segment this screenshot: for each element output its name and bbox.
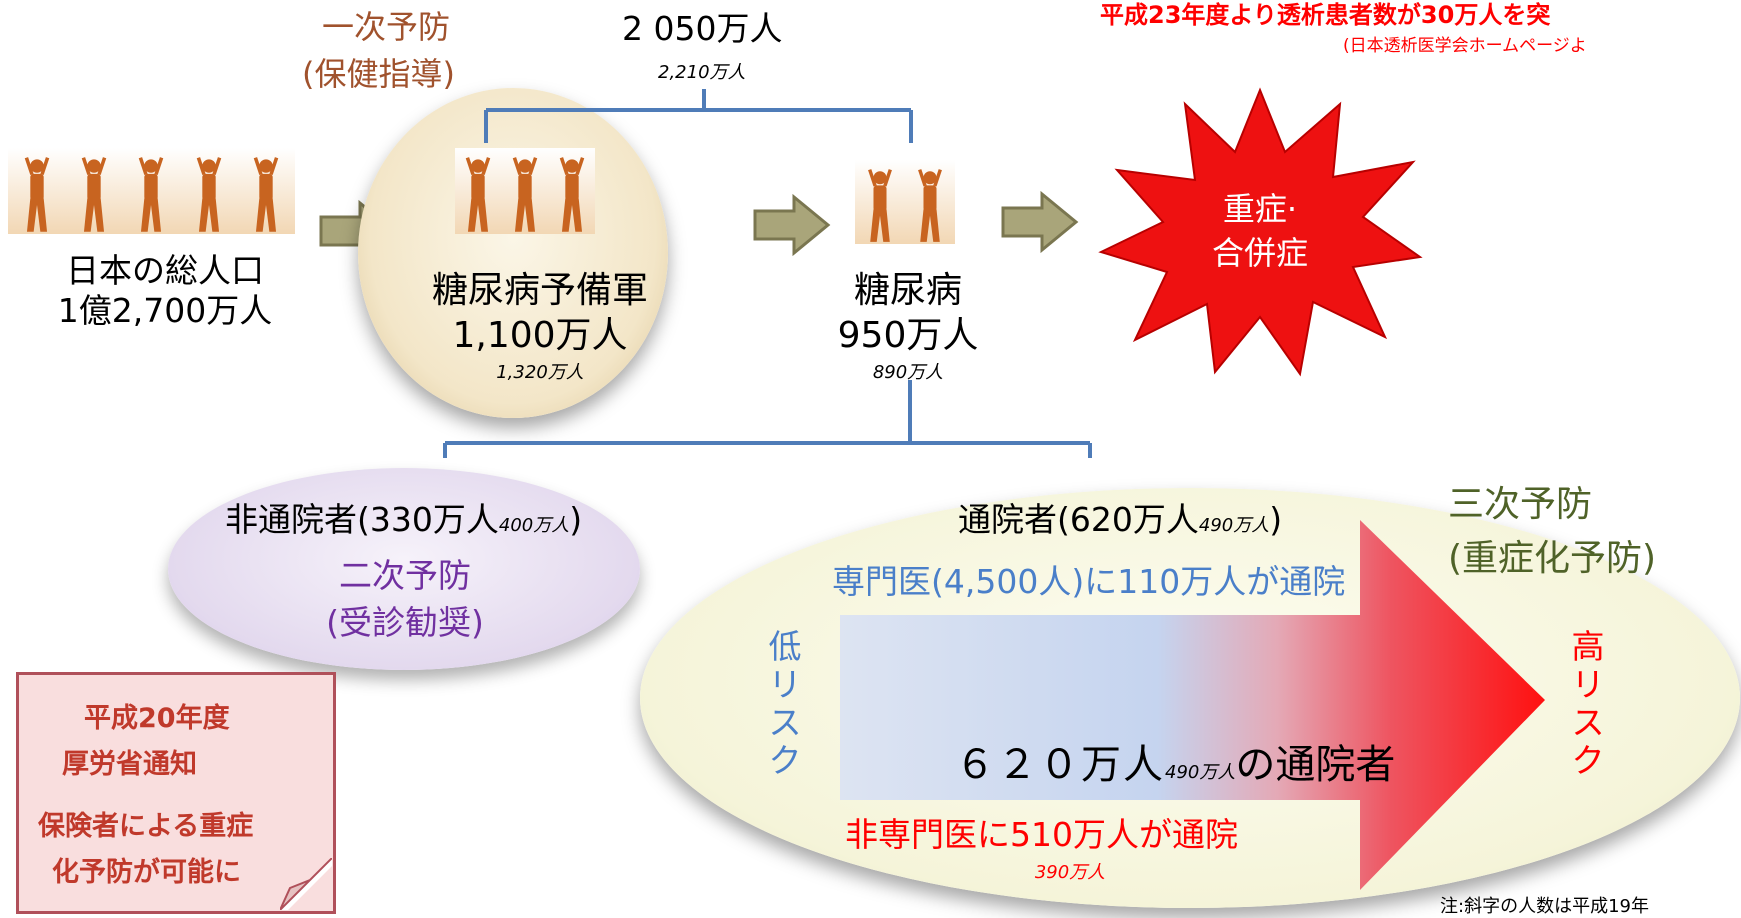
person-icon bbox=[16, 156, 58, 234]
high-risk-char: 高 bbox=[1571, 627, 1605, 666]
dialysis-notice-line1: 平成23年度より透析患者数が30万人を突 bbox=[1100, 1, 1551, 29]
visiting-old-value: 490万人 bbox=[1198, 515, 1270, 536]
person-icon bbox=[458, 156, 498, 234]
diabetes-figures bbox=[855, 160, 955, 244]
non-visiting-label: 非通院者(330万人400万人) bbox=[225, 500, 582, 546]
person-icon bbox=[245, 156, 287, 234]
bottom-connector bbox=[443, 380, 1092, 458]
non-specialist-old-value: 390万人 bbox=[1034, 862, 1106, 883]
prediabetes-value: 1,100万人 bbox=[452, 315, 628, 356]
visiting-summary-old: 490万人 bbox=[1165, 762, 1236, 783]
non-visiting-close: ) bbox=[569, 500, 583, 539]
person-icon bbox=[130, 156, 172, 234]
secondary-prevention-subtitle: (受診勧奨) bbox=[326, 603, 484, 642]
person-icon bbox=[505, 156, 545, 234]
footnote: 注:斜字の人数は平成19年 bbox=[1440, 896, 1649, 917]
diabetes-old-value: 890万人 bbox=[872, 362, 944, 383]
person-icon bbox=[188, 156, 230, 234]
non-visiting-ellipse bbox=[168, 468, 640, 670]
population-figures bbox=[8, 148, 295, 234]
total-old-value: 2,210万人 bbox=[658, 62, 746, 83]
tertiary-prevention-subtitle: (重症化予防) bbox=[1448, 538, 1657, 579]
low-risk-label: 低 リ ス ク bbox=[765, 628, 805, 780]
visiting-summary: ６２０万人490万人の通院者 bbox=[955, 742, 1395, 796]
notice-line4: 化予防が可能に bbox=[52, 857, 241, 888]
low-risk-char: リ bbox=[768, 665, 802, 704]
visiting-summary-value: ６２０万人 bbox=[955, 742, 1165, 788]
primary-prevention-title: 一次予防 bbox=[322, 8, 451, 46]
visiting-summary-tail: の通院者 bbox=[1235, 742, 1396, 788]
tertiary-prevention-title: 三次予防 bbox=[1448, 484, 1593, 525]
person-icon bbox=[552, 156, 592, 234]
non-visiting-count: 非通院者(330万人 bbox=[225, 500, 499, 539]
prediabetes-label: 糖尿病予備軍 bbox=[431, 270, 648, 311]
complications-line2: 合併症 bbox=[1211, 234, 1308, 272]
high-risk-char: ス bbox=[1571, 703, 1605, 742]
notice-line1: 平成20年度 bbox=[84, 703, 230, 734]
risk-gradient-arrow bbox=[840, 520, 1545, 890]
complications-starburst bbox=[1098, 87, 1423, 377]
flow-arrow-icon bbox=[753, 193, 831, 257]
high-risk-label: 高 リ ス ク bbox=[1568, 628, 1608, 780]
high-risk-char: リ bbox=[1571, 665, 1605, 704]
low-risk-char: ス bbox=[768, 703, 802, 742]
visiting-label: 通院者(620万人490万人) bbox=[958, 500, 1282, 546]
population-value: 1億2,700万人 bbox=[57, 291, 273, 330]
top-connector bbox=[484, 89, 913, 143]
low-risk-char: ク bbox=[768, 741, 802, 780]
prediabetes-figures bbox=[455, 148, 595, 234]
visiting-count: 通院者(620万人 bbox=[958, 500, 1199, 539]
prediabetes-old-value: 1,320万人 bbox=[496, 362, 584, 383]
notice-line3: 保険者による重症 bbox=[38, 811, 254, 842]
person-icon bbox=[910, 168, 950, 244]
low-risk-char: 低 bbox=[768, 627, 802, 666]
complications-line1: 重症· bbox=[1222, 190, 1298, 228]
non-specialist-visits: 非専門医に510万人が通院 bbox=[845, 815, 1238, 854]
high-risk-char: ク bbox=[1571, 741, 1605, 780]
population-label: 日本の総人口 bbox=[66, 251, 264, 290]
diabetes-label: 糖尿病 bbox=[853, 270, 962, 311]
person-icon bbox=[860, 168, 900, 244]
folded-corner-icon bbox=[280, 858, 332, 910]
notice-line2: 厚労省通知 bbox=[62, 749, 197, 780]
ministry-notice-box bbox=[16, 672, 336, 914]
specialist-visits: 専門医(4,500人)に110万人が通院 bbox=[832, 562, 1346, 601]
person-icon bbox=[73, 156, 115, 234]
visiting-close: ) bbox=[1269, 500, 1283, 539]
diabetes-value: 950万人 bbox=[837, 315, 979, 356]
flow-arrow-icon bbox=[1001, 190, 1079, 254]
dialysis-notice-line2: (日本透析医学会ホームページよ bbox=[1343, 36, 1587, 56]
primary-prevention-subtitle: (保健指導) bbox=[302, 55, 455, 93]
total-value: 2 050万人 bbox=[622, 9, 783, 48]
secondary-prevention-title: 二次予防 bbox=[339, 556, 471, 595]
non-visiting-old-value: 400万人 bbox=[498, 515, 570, 536]
prediabetes-circle bbox=[358, 88, 668, 418]
